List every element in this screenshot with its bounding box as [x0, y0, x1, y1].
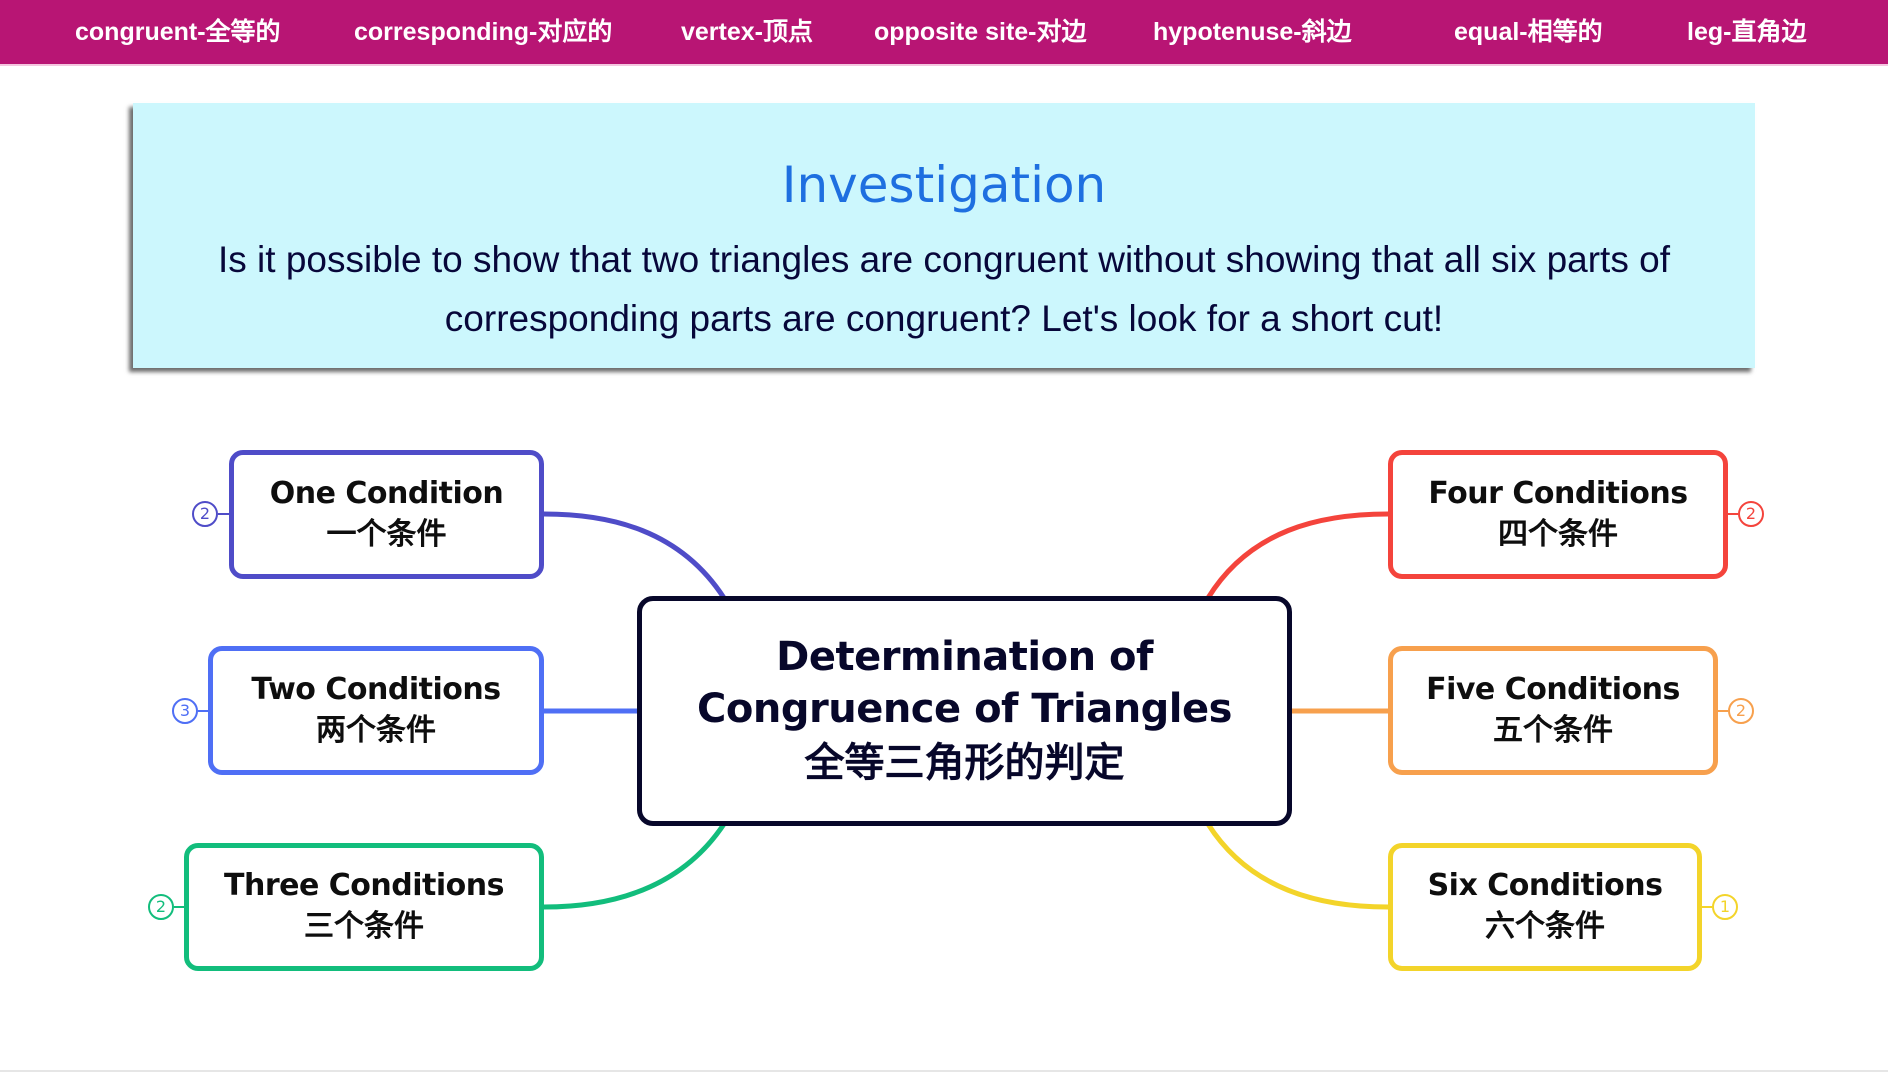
vocab-equal: equal-相等的 [1454, 18, 1603, 46]
collapse-badge-five-conditions[interactable]: 2 [1728, 698, 1754, 724]
branch-label-zh: 两个条件 [316, 712, 436, 748]
branch-five-conditions[interactable]: Five Conditions 五个条件 [1388, 646, 1718, 775]
connector-one-condition [543, 511, 727, 600]
vocab-corresponding: corresponding-对应的 [354, 18, 613, 46]
branch-label-en: Four Conditions [1428, 475, 1688, 511]
branch-four-conditions[interactable]: Four Conditions 四个条件 [1388, 450, 1728, 579]
investigation-title: Investigation [781, 156, 1107, 214]
investigation-question: Is it possible to show that two triangle… [133, 230, 1755, 348]
branch-label-en: Five Conditions [1426, 671, 1680, 707]
central-topic-line2: Congruence of Triangles [697, 686, 1232, 732]
vocab-hypotenuse: hypotenuse-斜边 [1153, 18, 1352, 46]
branch-three-conditions[interactable]: Three Conditions 三个条件 [184, 843, 544, 971]
collapse-badge-six-conditions[interactable]: 1 [1712, 894, 1738, 920]
collapse-badge-one-condition[interactable]: 2 [192, 501, 218, 527]
branch-label-en: Three Conditions [224, 868, 504, 903]
connector-six-conditions [1205, 822, 1389, 910]
investigation-question-line1: Is it possible to show that two triangle… [218, 239, 1670, 280]
vocab-opposite-side: opposite site-对边 [874, 18, 1087, 46]
vocab-leg: leg-直角边 [1687, 18, 1807, 46]
vocab-vertex: vertex-顶点 [681, 18, 813, 46]
vocab-congruent: congruent-全等的 [75, 18, 281, 46]
branch-label-zh: 六个条件 [1485, 909, 1605, 944]
branch-two-conditions[interactable]: Two Conditions 两个条件 [208, 646, 544, 775]
branch-label-en: Six Conditions [1427, 868, 1663, 903]
branch-label-zh: 五个条件 [1493, 712, 1613, 748]
investigation-question-line2: corresponding parts are congruent? Let's… [444, 298, 1444, 339]
central-topic-chinese: 全等三角形的判定 [804, 740, 1125, 786]
collapse-badge-two-conditions[interactable]: 3 [172, 698, 198, 724]
branch-one-condition[interactable]: One Condition 一个条件 [229, 450, 544, 579]
branch-six-conditions[interactable]: Six Conditions 六个条件 [1388, 843, 1702, 971]
connector-four-conditions [1205, 511, 1389, 600]
investigation-banner: Investigation Is it possible to show tha… [133, 103, 1755, 368]
branch-label-zh: 三个条件 [304, 909, 424, 944]
central-topic[interactable]: Determination of Congruence of Triangles… [637, 596, 1292, 826]
collapse-badge-four-conditions[interactable]: 2 [1738, 501, 1764, 527]
branch-label-zh: 一个条件 [326, 516, 447, 552]
connector-three-conditions [543, 822, 727, 910]
branch-label-en: One Condition [269, 475, 504, 511]
page-bottom-divider [0, 1070, 1888, 1072]
vocabulary-bar: congruent-全等的 corresponding-对应的 vertex-顶… [0, 0, 1888, 66]
collapse-badge-three-conditions[interactable]: 2 [148, 894, 174, 920]
central-topic-line1: Determination of [776, 634, 1153, 680]
branch-label-en: Two Conditions [251, 671, 501, 707]
branch-label-zh: 四个条件 [1498, 516, 1618, 552]
